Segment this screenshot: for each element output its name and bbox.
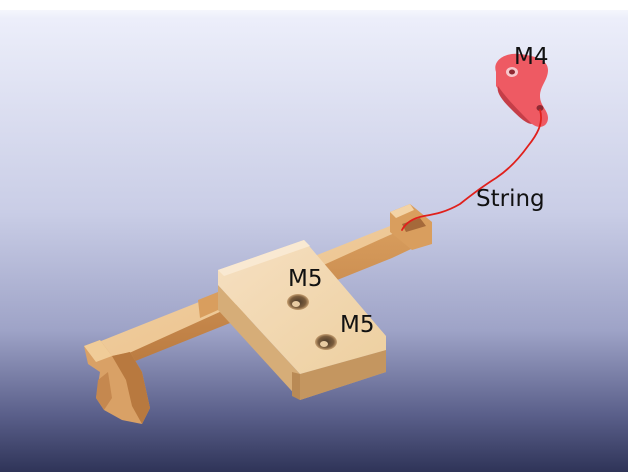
label-hole-upper: M5 (288, 266, 322, 292)
string (401, 109, 542, 231)
label-string: String (476, 186, 545, 212)
label-hole-lower: M5 (340, 312, 374, 338)
servo-horn (495, 53, 548, 127)
hook (84, 340, 150, 424)
label-servo-top: M4 (514, 44, 548, 70)
top-white-band (0, 0, 628, 10)
